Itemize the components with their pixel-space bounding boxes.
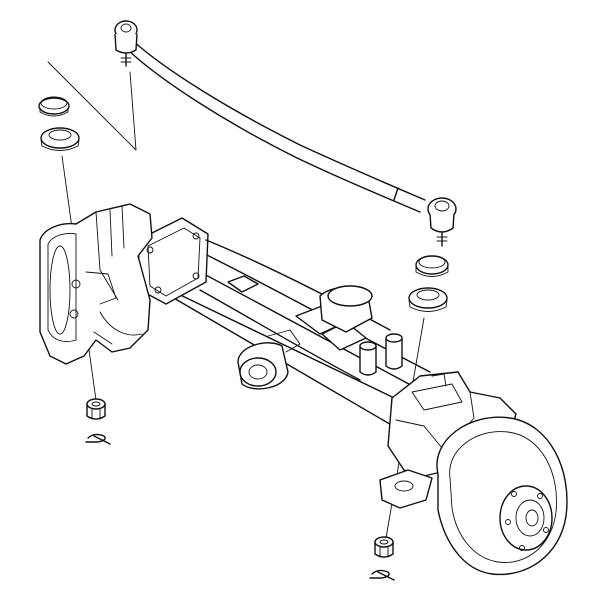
dust-seal-left xyxy=(38,96,70,117)
cotter-pin-right xyxy=(369,569,395,581)
leader-line xyxy=(47,61,137,151)
dust-seal-right xyxy=(415,255,449,277)
boot-left xyxy=(40,127,80,151)
tie-rod-end-left xyxy=(114,20,138,67)
hub-right xyxy=(436,416,568,576)
tie-rod-end-right xyxy=(427,197,457,247)
boot-right xyxy=(408,287,448,312)
castle-nut-right xyxy=(374,536,394,558)
axle-housing xyxy=(137,217,441,431)
cotter-pin-left xyxy=(85,433,111,445)
tie-rod xyxy=(127,39,426,213)
castle-nut-left xyxy=(86,398,106,420)
knuckle-left xyxy=(39,203,153,365)
